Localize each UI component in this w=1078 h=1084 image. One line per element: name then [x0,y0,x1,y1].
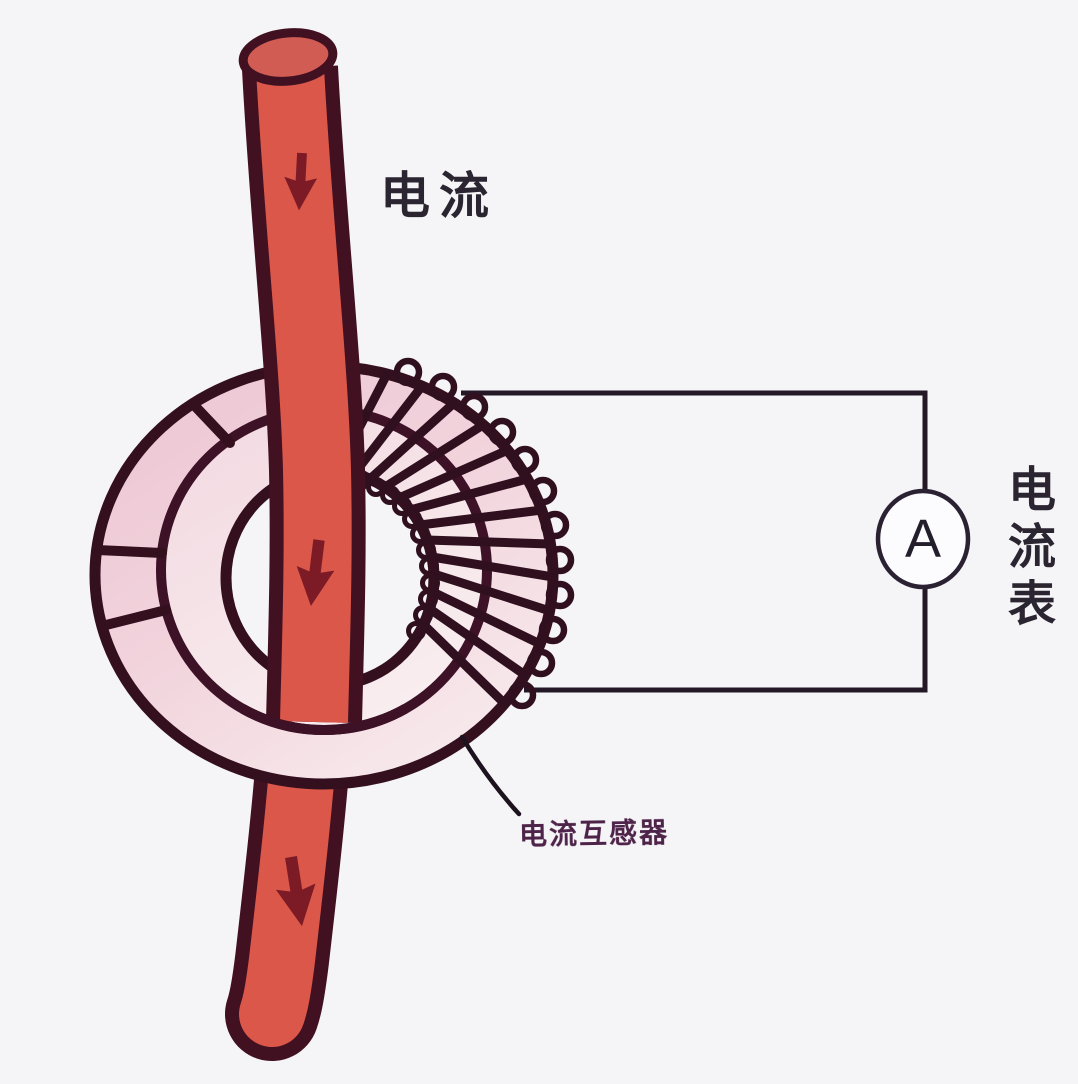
pointer-line [459,734,522,817]
ammeter-circle [875,488,971,590]
secondary-winding [332,357,575,710]
core-front-edge [240,704,408,735]
ammeter-symbol: A [904,509,942,569]
down-arrow-icon [275,856,316,927]
current-arrows [275,152,335,927]
conductor-end-cap [238,28,338,86]
current-transformer-label: 电流互感器 [518,816,670,851]
winding-outer-loops [393,357,575,710]
down-arrow-icon [296,539,335,607]
ammeter-label: 电流表 [1007,464,1056,631]
core-segment-lines [92,399,235,631]
down-arrow-icon [284,152,318,211]
current-label: 电流 [380,168,498,224]
